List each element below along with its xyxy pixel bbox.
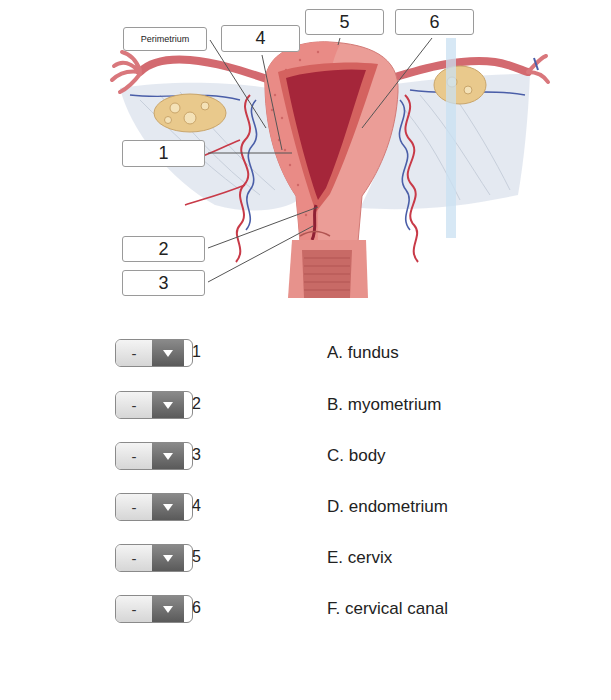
answer-option: B. myometrium (327, 395, 441, 415)
box-label: 4 (255, 28, 265, 49)
dropdown-art (116, 392, 184, 418)
answer-option: F. cervical canal (327, 599, 448, 619)
dropdown-value: - (116, 340, 152, 366)
dropdown-value: - (116, 596, 152, 622)
label-box: 1 (122, 140, 205, 167)
dropdown-art (116, 340, 184, 366)
box-label: 6 (429, 12, 439, 33)
callout-number: 1 (192, 343, 201, 361)
label-box: 5 (305, 9, 384, 35)
label-box: 4 (221, 25, 300, 52)
answer-option: E. cervix (327, 548, 392, 568)
label-box: 2 (122, 236, 205, 262)
label-box: 3 (122, 270, 205, 296)
answer-dropdown: - (115, 493, 193, 521)
callout-number: 6 (192, 599, 201, 617)
callout-number: 4 (192, 497, 201, 515)
answer-option: A. fundus (327, 343, 399, 363)
dropdown-art (116, 545, 184, 571)
answer-dropdown: - (115, 595, 193, 623)
dropdown-value: - (116, 392, 152, 418)
answer-dropdown: - (115, 544, 193, 572)
label-box: Perimetrium (123, 27, 207, 51)
box-label: 2 (158, 239, 168, 260)
dropdown-value: - (116, 494, 152, 520)
callout-number: 3 (192, 446, 201, 464)
dropdown-art (116, 443, 184, 469)
answer-dropdown: - (115, 391, 193, 419)
answer-option: D. endometrium (327, 497, 448, 517)
label-box: 6 (395, 9, 474, 35)
box-label: 5 (339, 12, 349, 33)
dropdown-value: - (116, 545, 152, 571)
dropdown-art (116, 596, 184, 622)
box-label: Perimetrium (141, 34, 190, 44)
answer-dropdown: - (115, 442, 193, 470)
callout-number: 2 (192, 395, 201, 413)
answer-dropdown: - (115, 339, 193, 367)
dropdown-art (116, 494, 184, 520)
answer-option: C. body (327, 446, 386, 466)
callout-number: 5 (192, 548, 201, 566)
box-label: 3 (158, 273, 168, 294)
dropdown-value: - (116, 443, 152, 469)
box-label: 1 (158, 143, 168, 164)
